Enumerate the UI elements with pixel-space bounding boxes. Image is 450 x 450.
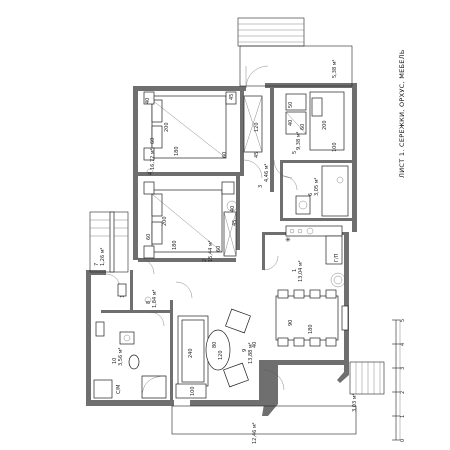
- stairs-area-label: 5,38 м²: [332, 60, 338, 79]
- room-corridor: 8 1,84 м²: [144, 281, 193, 309]
- corridor-number: 8: [146, 301, 152, 304]
- room-upper-bathroom: 6 3,05 м²: [282, 165, 349, 217]
- living-table-length: 120: [218, 350, 224, 360]
- bath-upper-number: 6: [308, 193, 314, 196]
- living-sofa-bottom: 100: [190, 386, 196, 396]
- hall-upper-area: 4,46 м²: [264, 164, 270, 183]
- master-area: 16,72 м²: [150, 148, 156, 170]
- small-bed-length: 200: [322, 120, 328, 130]
- room-master-bedroom: 200 180 60 40 45 60 120 4 16,72 м²: [143, 91, 263, 176]
- terrace-area: 12,46 м²: [252, 422, 258, 444]
- kitchen-area: 13,04 м²: [298, 260, 304, 282]
- vestibule-area: 1,26 м²: [100, 248, 106, 267]
- room-upper-hall: 45 3 4,46 м²: [243, 152, 293, 188]
- balcony-area: 3,03 м²: [352, 394, 358, 413]
- small-room-number: 5: [292, 151, 298, 154]
- second-area: 15,44 м²: [208, 240, 214, 262]
- room-lower-bathroom: С/М 10 3,56 м²: [93, 311, 167, 399]
- room-second-bedroom: 200 180 60 40 45 60 2 15,44 м²: [143, 181, 238, 262]
- room-vestibule: 7 1,26 м² 130: [89, 211, 155, 298]
- corridor-area: 1,84 м²: [152, 290, 158, 309]
- hall-upper-dim: 45: [254, 152, 260, 158]
- living-number: 9: [242, 349, 248, 352]
- scale-bar: 5 4 3 2 1 0: [392, 319, 406, 442]
- small-area: 9,38 м²: [296, 132, 302, 151]
- second-side: 60: [146, 234, 152, 240]
- small-nightstand: 60: [300, 124, 306, 130]
- hall-upper-number: 3: [258, 185, 264, 188]
- living-table-width: 80: [212, 342, 218, 348]
- living-side: 40: [252, 342, 258, 348]
- small-closet-width: 50: [288, 102, 294, 108]
- room-kitchen: 90 180 Г/П 1 13,04 м² ✳: [263, 225, 349, 347]
- kitchen-table-width: 90: [288, 320, 294, 326]
- terrace: 12,46 м² 3,03 м²: [171, 320, 401, 444]
- scale-tick-0: 0: [400, 439, 406, 442]
- living-area: 13,88 м²: [248, 342, 254, 364]
- upper-stairs: 5,38 м²: [237, 17, 353, 89]
- scale-tick-3: 3: [400, 367, 406, 370]
- kitchen-compass-star: ✳: [285, 236, 291, 244]
- master-bed-length: 200: [164, 122, 170, 132]
- scale-tick-5: 5: [400, 319, 406, 322]
- master-wardrobe: 120: [254, 122, 260, 132]
- bath-lower-number: 10: [112, 358, 118, 364]
- second-bed-length: 200: [162, 216, 168, 226]
- kitchen-stove-label: Г/П: [334, 253, 340, 262]
- vestibule-number: 7: [94, 263, 100, 266]
- sheet-title: ЛИСТ 1. СЕРЕЖКИ, ОРХУС, МЕБЕЛЬ: [398, 49, 406, 178]
- bath-upper-area: 3,05 м²: [314, 178, 320, 197]
- kitchen-number: 1: [292, 269, 298, 272]
- bath-lower-washer: С/М: [116, 385, 122, 395]
- master-closet-depth: 40: [145, 98, 151, 104]
- room-living: 240 80 120 100 40 9 13,88 м²: [175, 308, 285, 399]
- master-closet-label: 45: [229, 94, 235, 100]
- small-bed-width: 100: [332, 142, 338, 152]
- second-closet-depth: 40: [230, 206, 236, 212]
- scale-tick-4: 4: [400, 343, 406, 346]
- living-sofa: 240: [188, 348, 194, 358]
- second-bed-width: 180: [172, 240, 178, 250]
- room-small-bedroom: 200 100 50 40 60 5 9,38 м²: [285, 91, 345, 154]
- bath-lower-area: 3,56 м²: [118, 348, 124, 367]
- master-bed-side: 60: [150, 138, 156, 144]
- scale-tick-1: 1: [400, 415, 406, 418]
- kitchen-table-length: 180: [308, 324, 314, 334]
- second-closet-label: 45: [232, 220, 238, 226]
- master-bed-width: 180: [174, 146, 180, 156]
- second-room-number: 2: [202, 259, 208, 262]
- scale-tick-2: 2: [400, 391, 406, 394]
- master-room-number: 4: [148, 172, 154, 175]
- second-nightstand: 60: [216, 246, 222, 252]
- small-closet-depth: 40: [288, 120, 294, 126]
- master-nightstand: 60: [222, 152, 228, 158]
